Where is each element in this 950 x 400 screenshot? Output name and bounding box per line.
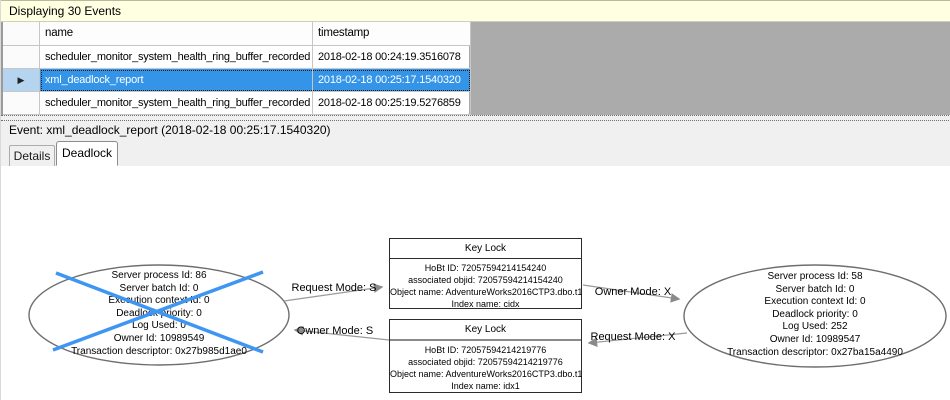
edge-owner-s-arrow	[293, 326, 390, 341]
row-header-cell[interactable]: ▶	[3, 69, 40, 92]
selected-event-summary: Event: xml_deadlock_report (2018-02-18 0…	[1, 121, 950, 141]
row-header-cell[interactable]	[3, 92, 40, 115]
process-node-victim: Server process Id: 86 Server batch Id: 0…	[71, 270, 247, 357]
lock-title: Key Lock	[390, 239, 581, 259]
lock-title: Key Lock	[390, 320, 581, 341]
grid-header-row: name timestamp	[3, 22, 471, 46]
resource-node-key-lock-1: Key Lock HoBt ID: 72057594214154240 asso…	[389, 238, 582, 309]
tab-details[interactable]: Details	[9, 145, 55, 166]
row-header-cell[interactable]	[3, 46, 40, 69]
edge-label-owner-x: Owner Mode: X	[594, 286, 672, 298]
event-name-cell: scheduler_monitor_system_health_ring_buf…	[40, 46, 313, 69]
edge-label-request-x: Request Mode: X	[590, 331, 676, 343]
process-node: Server process Id: 58 Server batch Id: 0…	[727, 271, 903, 358]
event-name-cell: xml_deadlock_report	[40, 69, 313, 92]
grid-splitter[interactable]	[1, 115, 950, 121]
edge-owner-x-arrow	[582, 284, 681, 303]
edge-label-request-s: Request Mode: S	[291, 282, 377, 294]
column-header-name[interactable]: name	[40, 22, 313, 46]
events-count-text: Displaying 30 Events	[9, 4, 122, 18]
events-grid-table: name timestamp scheduler_monitor_system_…	[1, 22, 471, 115]
events-grid: name timestamp scheduler_monitor_system_…	[1, 22, 950, 115]
current-row-marker-icon: ▶	[17, 74, 25, 85]
event-row[interactable]: scheduler_monitor_system_health_ring_buf…	[3, 46, 471, 69]
process-node-ellipse	[683, 264, 947, 368]
edge-request-x-arrow	[587, 332, 688, 347]
event-name-cell: scheduler_monitor_system_health_ring_buf…	[40, 92, 313, 115]
deadlock-graph: Server process Id: 86 Server batch Id: 0…	[1, 166, 950, 400]
event-timestamp-cell: 2018-02-18 00:24:19.3516078	[313, 46, 471, 69]
edge-request-s-arrow	[283, 283, 384, 302]
event-timestamp-cell: 2018-02-18 00:25:19.5276859	[313, 92, 471, 115]
grid-corner-cell[interactable]	[3, 22, 40, 46]
event-timestamp-cell: 2018-02-18 00:25:17.1540320	[313, 69, 471, 92]
tab-deadlock[interactable]: Deadlock	[56, 141, 118, 166]
event-row[interactable]: scheduler_monitor_system_health_ring_buf…	[3, 92, 471, 115]
event-row-selected[interactable]: ▶ xml_deadlock_report 2018-02-18 00:25:1…	[3, 69, 471, 92]
events-count-banner: Displaying 30 Events	[1, 0, 950, 22]
edge-label-owner-s: Owner Mode: S	[296, 325, 374, 337]
column-header-timestamp[interactable]: timestamp	[313, 22, 471, 46]
detail-tabstrip: Details Deadlock	[1, 141, 950, 166]
selected-event-text: Event: xml_deadlock_report (2018-02-18 0…	[9, 123, 331, 137]
resource-node-key-lock-2: Key Lock HoBt ID: 72057594214219776 asso…	[389, 319, 582, 393]
